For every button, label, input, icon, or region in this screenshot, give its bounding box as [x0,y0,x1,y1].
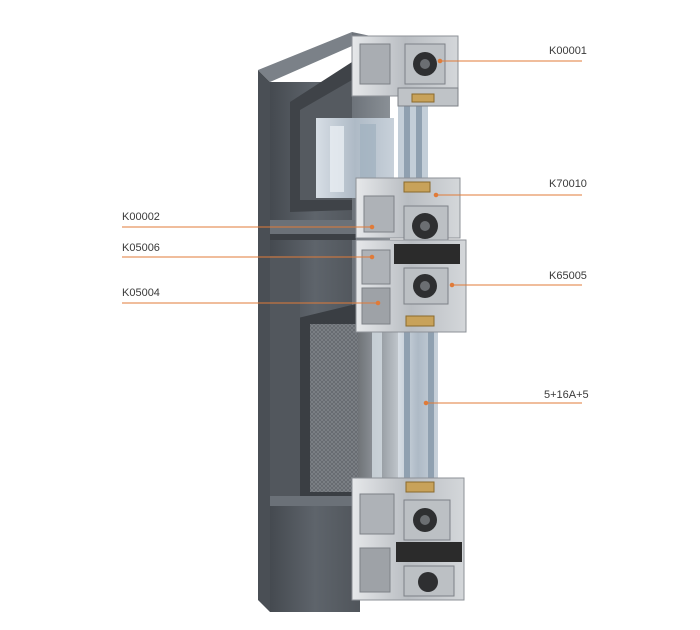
callout-label-k70010: K70010 [549,178,587,190]
callout-label-k00002: K00002 [122,211,160,223]
profile-sections [351,35,467,601]
leader-k00002 [122,224,375,230]
leader-glass [423,400,582,406]
callout-label-k05006: K05006 [122,242,160,254]
lower-glazing [310,316,438,492]
callout-label-glass: 5+16A+5 [544,389,589,401]
leader-k05004 [122,300,381,306]
leader-k70010 [433,192,582,198]
callout-leaders [122,58,582,406]
upper-glazing [316,96,428,198]
callout-label-k65005: K65005 [549,270,587,282]
leader-k00001 [437,58,582,64]
callout-label-k00001: K00001 [549,45,587,57]
leader-k05006 [122,254,375,260]
callout-label-k05004: K05004 [122,287,160,299]
leader-k65005 [449,282,582,288]
